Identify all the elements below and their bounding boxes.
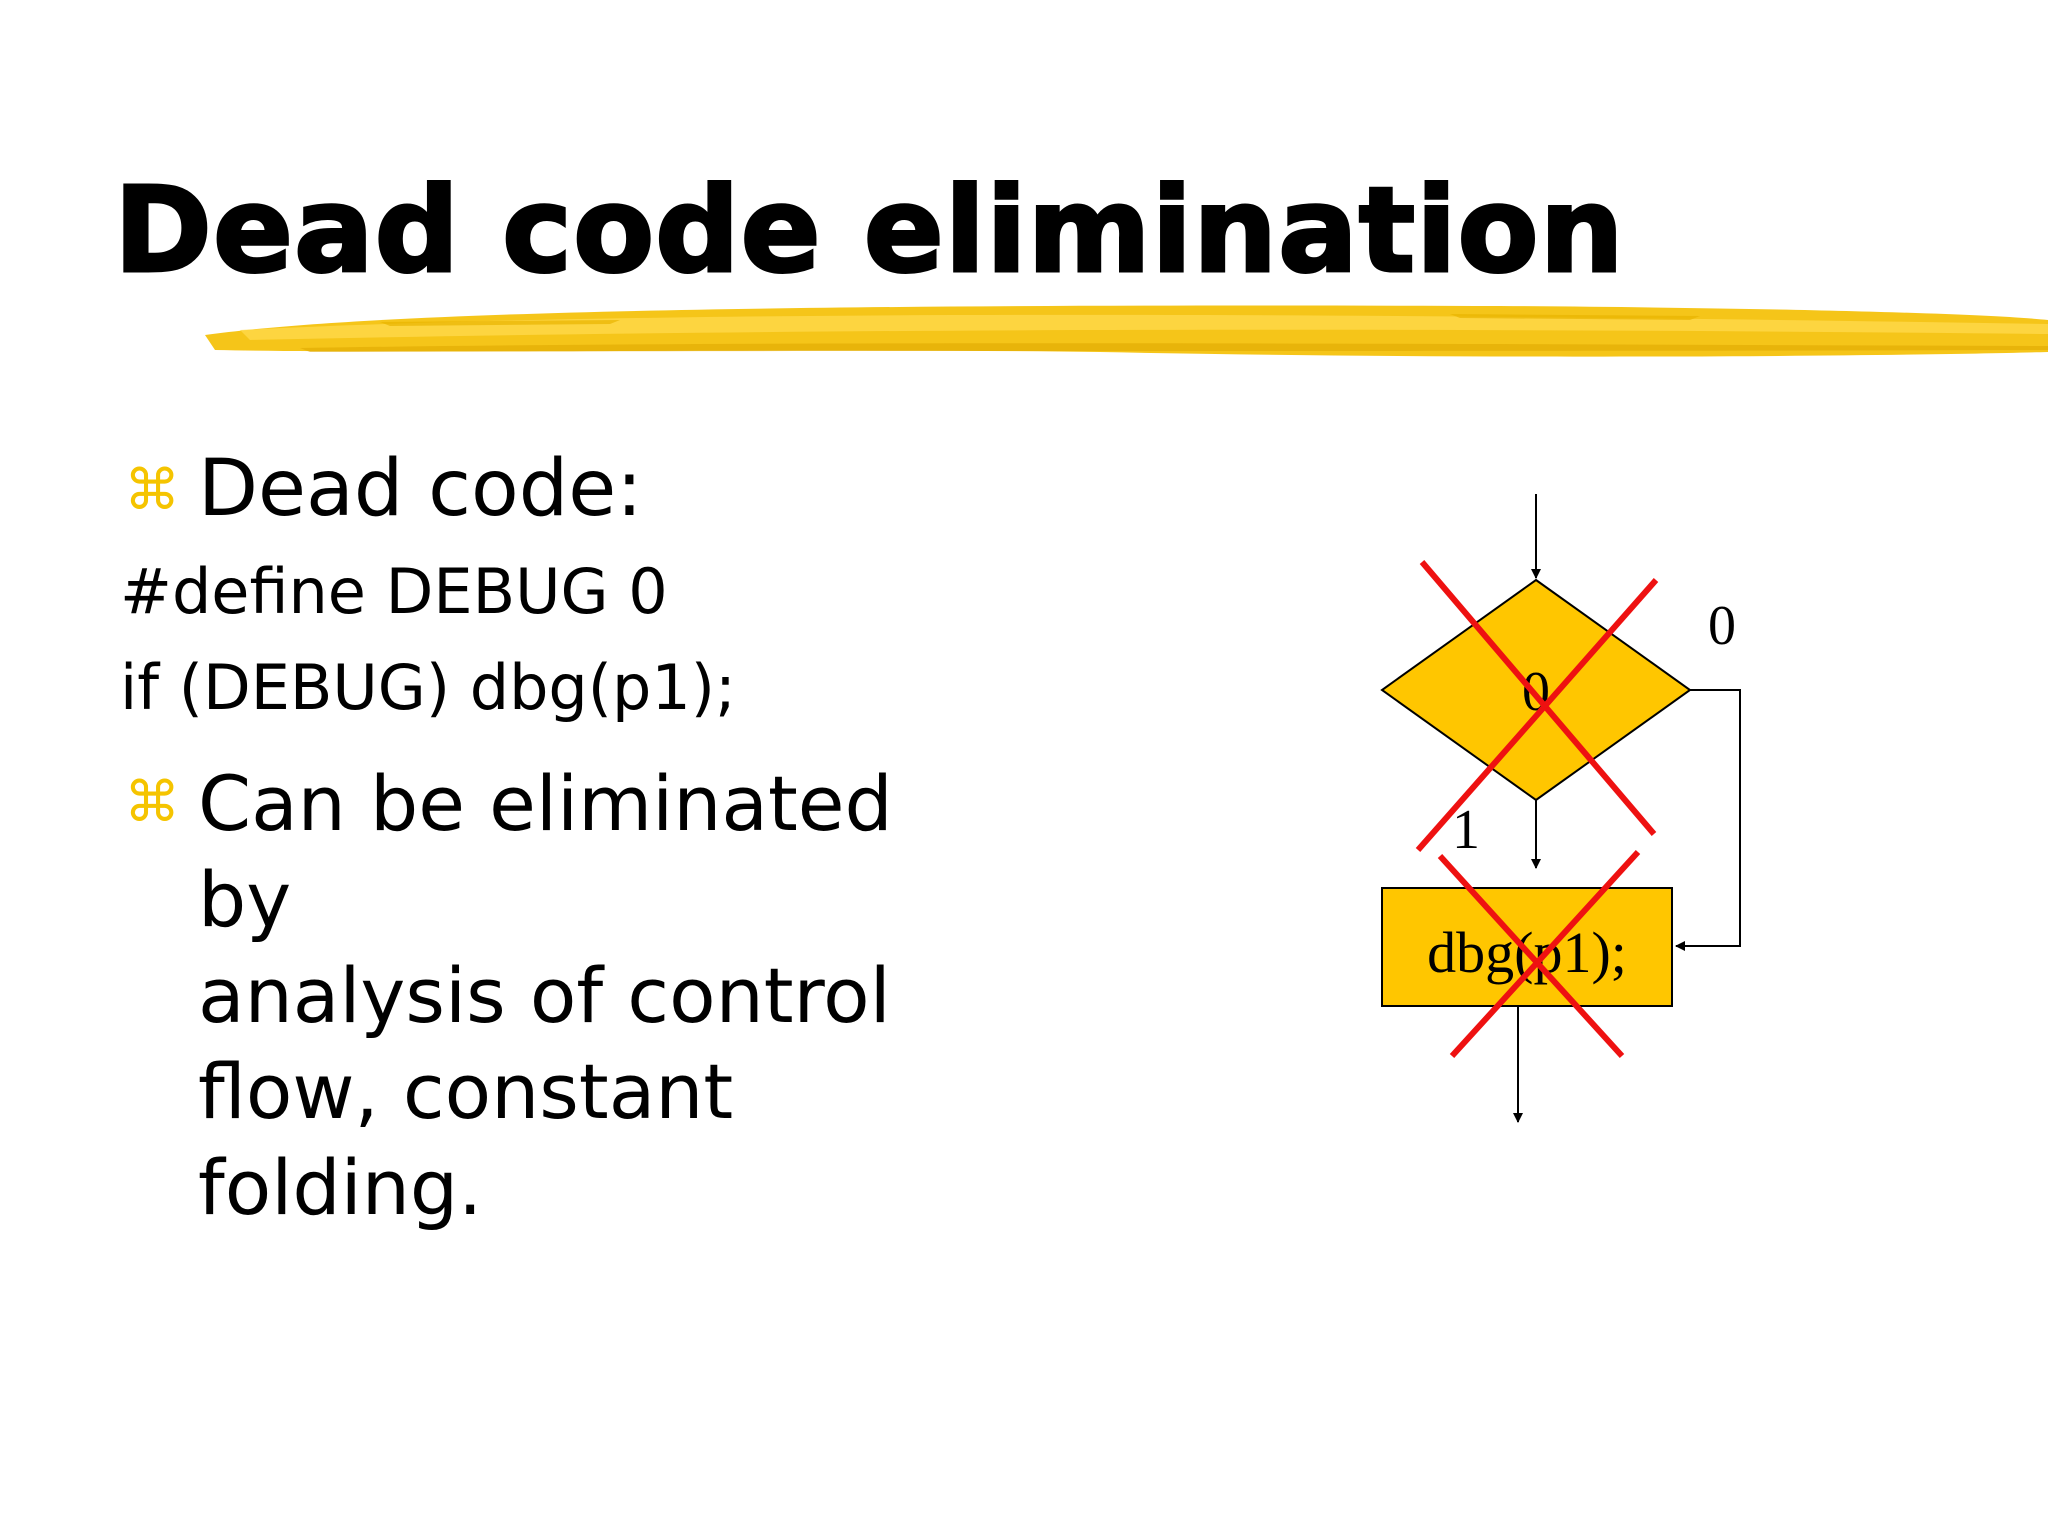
bullet-eliminated: Can be eliminated by analysis of control… <box>198 756 978 1236</box>
cross-line <box>1419 560 1657 836</box>
code-line-define: #define DEBUG 0 <box>120 555 668 628</box>
false-edge <box>1675 689 1741 951</box>
bullet-line: folding. <box>198 1143 483 1232</box>
bullet-icon: ⌘ <box>124 458 180 523</box>
cross-line <box>1415 578 1659 852</box>
bullet-dead-code: Dead code: <box>198 444 643 534</box>
bullet-line: Can be eliminated by <box>198 759 893 944</box>
control-flow-diagram: 0 0 1 dbg(p1); <box>1380 494 1741 1123</box>
slide-title: Dead code elimination <box>113 160 1626 301</box>
cross-line <box>1437 853 1625 1059</box>
bullet-line: flow, constant <box>198 1047 734 1136</box>
bullet-line: analysis of control <box>198 951 891 1040</box>
bullet-icon: ⌘ <box>124 770 180 835</box>
false-branch-label: 0 <box>1708 595 1736 657</box>
code-line-if: if (DEBUG) dbg(p1); <box>120 651 736 724</box>
cross-line <box>1449 849 1641 1059</box>
title-underline-brush <box>205 305 2048 357</box>
statement-node <box>1381 887 1673 1007</box>
